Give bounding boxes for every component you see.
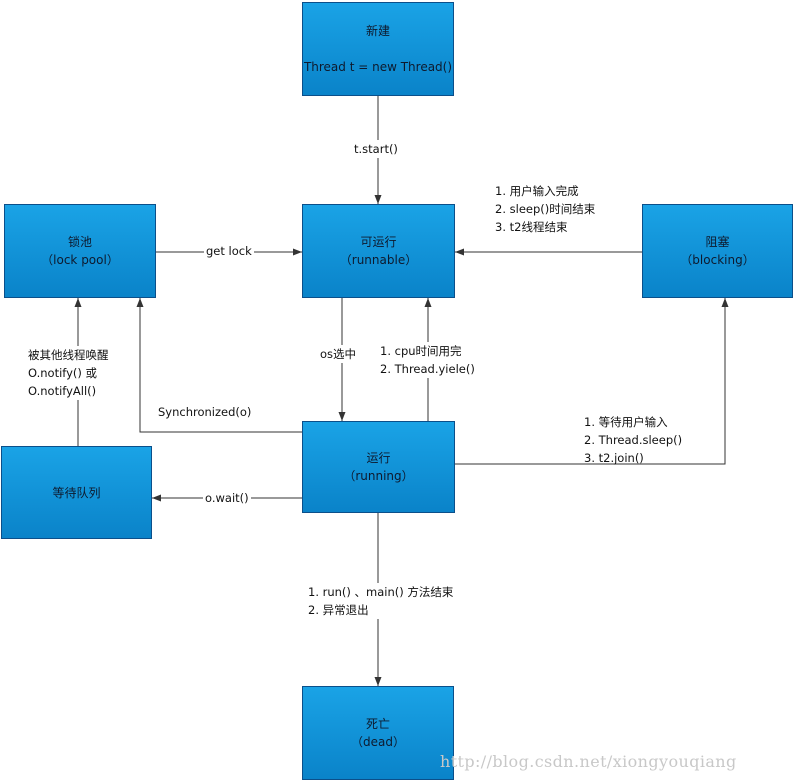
label-yield-line-1: 1. cpu时间用完 [380,344,462,358]
label-wait: o.wait() [203,489,251,507]
state-runnable-subtitle: （runnable） [339,253,418,267]
state-dead-subtitle: （dead） [351,735,405,749]
state-blocking: 阻塞 （blocking） [642,204,793,298]
state-runnable-title: 可运行 [360,235,397,249]
label-block-to-runnable: 1. 用户输入完成 2. sleep()时间结束 3. t2线程结束 [493,182,597,236]
label-to-blocking-line-2: 2. Thread.sleep() [584,433,683,447]
arrow-running-to-blocking [455,298,729,465]
state-running-title: 运行 [366,451,391,465]
state-lock-pool-subtitle: （lock pool） [41,253,119,267]
label-start: t.start() [352,140,400,158]
label-wake-line-1: 被其他线程唤醒 [28,348,109,362]
arrow-running-to-lockpool [136,298,302,433]
label-synchronized: Synchronized(o) [158,405,252,419]
state-wait-queue: 等待队列 [1,446,152,539]
state-running: 运行 （running） [302,421,455,513]
state-wait-queue-title: 等待队列 [52,485,101,500]
state-dead: 死亡 （dead） [302,686,454,780]
state-lock-pool: 锁池 （lock pool） [4,204,156,298]
label-os-select: os选中 [318,345,359,363]
state-new-subtitle: Thread t = new Thread() [303,60,453,74]
label-wake-line-2: O.notify() 或 [28,366,98,380]
state-running-subtitle: （running） [343,469,414,483]
label-to-dead-line-1: 1. run() 、main() 方法结束 [308,585,454,599]
state-lock-pool-title: 锁池 [67,235,92,249]
state-dead-title: 死亡 [365,717,390,731]
state-runnable: 可运行 （runnable） [302,204,455,298]
state-blocking-title: 阻塞 [705,235,730,249]
label-wake: 被其他线程唤醒 O.notify() 或 O.notifyAll() [26,346,111,400]
label-yield: 1. cpu时间用完 2. Thread.yiele() [378,342,477,378]
label-yield-line-2: 2. Thread.yiele() [380,362,475,376]
state-blocking-subtitle: （blocking） [680,253,755,267]
label-to-blocking: 1. 等待用户输入 2. Thread.sleep() 3. t2.join() [582,413,684,467]
label-to-dead-line-2: 2. 异常退出 [308,603,369,617]
label-block-line-1: 1. 用户输入完成 [495,184,579,198]
label-to-blocking-line-1: 1. 等待用户输入 [584,415,668,429]
label-block-line-3: 3. t2线程结束 [495,220,568,234]
state-new: 新建 Thread t = new Thread() [302,2,454,96]
label-to-blocking-line-3: 3. t2.join() [584,451,644,465]
label-get-lock: get lock [204,242,254,260]
label-to-dead: 1. run() 、main() 方法结束 2. 异常退出 [306,583,456,619]
label-block-line-2: 2. sleep()时间结束 [495,202,596,216]
label-wake-line-3: O.notifyAll() [28,384,97,398]
state-new-title: 新建 [365,24,390,38]
watermark: http://blog.csdn.net/xiongyouqiang [440,752,737,771]
